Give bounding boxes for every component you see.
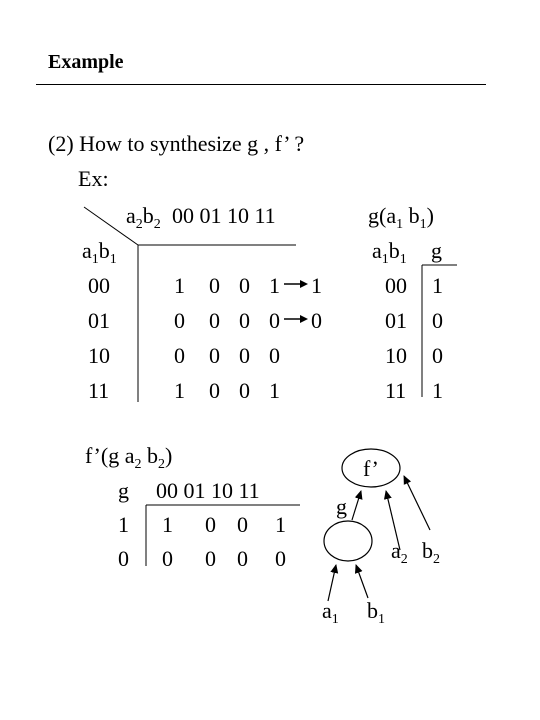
- row-variable-header: a1b1: [82, 238, 117, 267]
- table-cell: 0: [269, 343, 280, 368]
- input-label-b2: b2: [422, 538, 440, 567]
- table-cell: 0: [209, 273, 220, 298]
- question-text: (2) How to synthesize g , f’ ?: [48, 131, 305, 156]
- table-cell: 0: [209, 308, 220, 333]
- table-cell: 0: [209, 343, 220, 368]
- table-cell: 0: [174, 308, 185, 333]
- table-cell: 0: [237, 512, 248, 537]
- g-value: 1: [432, 273, 443, 298]
- table-cell: 0: [239, 343, 250, 368]
- row-label: 01: [385, 308, 407, 333]
- ex-label: Ex:: [78, 166, 109, 191]
- table-cell: 0: [239, 273, 250, 298]
- title-divider: [36, 84, 486, 85]
- slide-title: Example: [48, 51, 124, 73]
- arrow-result: 1: [311, 273, 322, 298]
- table-cell: 0: [237, 546, 248, 571]
- f-prime-table-title: f’(g a2 b2): [85, 443, 173, 472]
- row-label: 10: [88, 343, 110, 368]
- table-cell: 0: [205, 546, 216, 571]
- g-table-title: g(a1 b1): [368, 203, 434, 232]
- table-cell: 0: [209, 378, 220, 403]
- table-cell: 0: [174, 343, 185, 368]
- row-label: 11: [385, 378, 407, 403]
- row-label: 00: [385, 273, 407, 298]
- table-cell: 1: [162, 512, 173, 537]
- table-cell: 0: [162, 546, 173, 571]
- table-cell: 0: [205, 512, 216, 537]
- node-label-f-prime: f’: [363, 456, 379, 481]
- corner-label: g: [118, 478, 129, 503]
- table-cell: 1: [269, 378, 280, 403]
- arrow-result: 0: [311, 308, 322, 333]
- table-cell: 0: [239, 378, 250, 403]
- row-variable-header: a1b1: [372, 238, 407, 267]
- column-variable-header: a2b2: [126, 203, 161, 232]
- g-value: 0: [432, 308, 443, 333]
- row-label: 11: [88, 378, 110, 403]
- edge-label-g: g: [336, 494, 347, 519]
- row-label: 0: [118, 546, 129, 571]
- table-cell: 0: [275, 546, 286, 571]
- column-values-header: 00 01 10 11: [172, 203, 276, 228]
- row-label: 00: [88, 273, 110, 298]
- input-label-a2: a2: [391, 538, 408, 567]
- row-label: 1: [118, 512, 129, 537]
- input-label-b1: b1: [367, 598, 385, 627]
- row-label: 01: [88, 308, 110, 333]
- table-cell: 1: [174, 273, 185, 298]
- table-cell: 0: [269, 308, 280, 333]
- table-cell: 0: [239, 308, 250, 333]
- table-cell: 1: [174, 378, 185, 403]
- g-column-header: g: [431, 238, 442, 263]
- column-values-header: 00 01 10 11: [156, 478, 260, 503]
- input-label-a1: a1: [322, 598, 339, 627]
- row-label: 10: [385, 343, 407, 368]
- table-cell: 1: [275, 512, 286, 537]
- table-cell: 1: [269, 273, 280, 298]
- g-value: 1: [432, 378, 443, 403]
- g-value: 0: [432, 343, 443, 368]
